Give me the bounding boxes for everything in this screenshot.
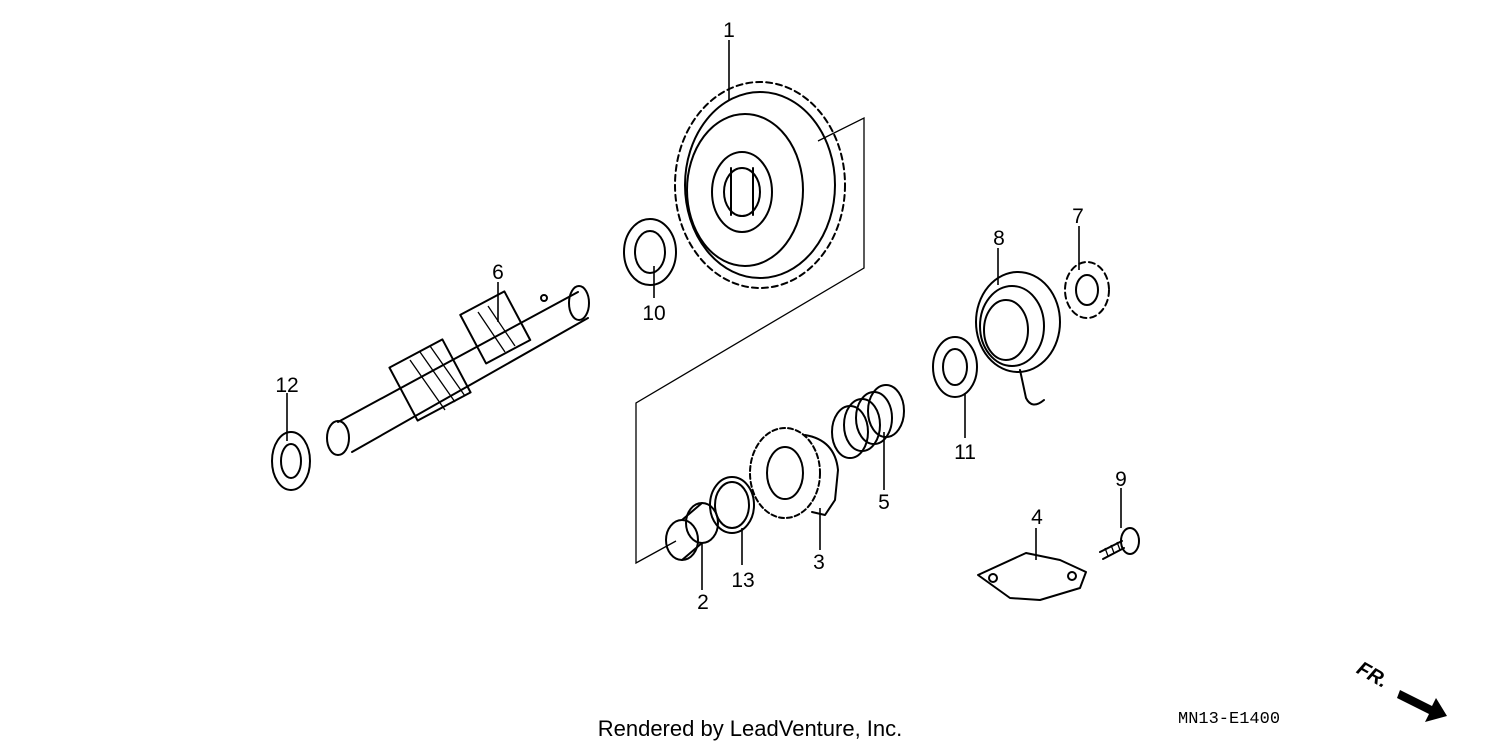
callout-13: 13 xyxy=(731,569,754,592)
callout-8: 8 xyxy=(993,227,1005,250)
washer-part xyxy=(623,218,677,286)
callout-2: 2 xyxy=(697,591,709,614)
callout-7: 7 xyxy=(1072,205,1084,228)
thrust-washer-part xyxy=(932,336,978,398)
callout-6: 6 xyxy=(492,261,504,284)
callout-4: 4 xyxy=(1031,506,1043,529)
callout-9: 9 xyxy=(1115,468,1127,491)
ratchet-spring-part xyxy=(831,384,905,459)
front-direction-arrow xyxy=(1397,690,1447,722)
callout-12: 12 xyxy=(275,374,298,397)
callout-3: 3 xyxy=(813,551,825,574)
gear-part xyxy=(674,81,846,289)
callout-11: 11 xyxy=(954,441,976,464)
credit-text: Rendered by LeadVenture, Inc. xyxy=(597,716,903,741)
guide-plate-part xyxy=(977,552,1087,601)
spindle-part xyxy=(326,285,590,456)
ratchet-part xyxy=(749,427,839,519)
callout-1: 1 xyxy=(723,19,735,42)
assembly-bracket xyxy=(635,116,865,565)
bolt-part xyxy=(1099,527,1140,560)
callout-5: 5 xyxy=(878,491,890,514)
diagram-code: MN13-E1400 xyxy=(1178,710,1281,729)
spring-collar-part xyxy=(1064,261,1110,319)
return-spring-part xyxy=(975,271,1061,406)
small-washer-part xyxy=(271,431,311,491)
snap-ring-part xyxy=(709,476,755,534)
callout-10: 10 xyxy=(642,302,665,325)
